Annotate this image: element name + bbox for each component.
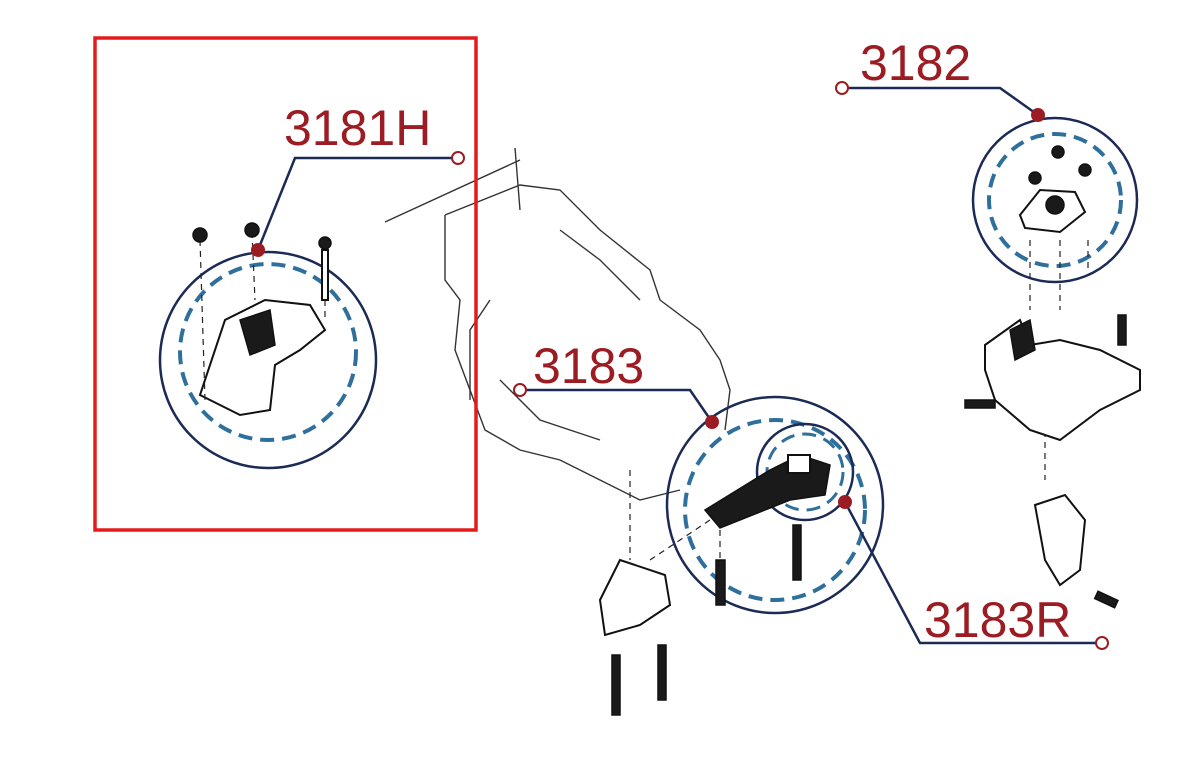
callout-label-3183[interactable]: 3183 — [533, 338, 644, 394]
callout-label-3182[interactable]: 3182 — [860, 35, 971, 91]
mount-3181h[interactable] — [158, 222, 378, 470]
engine-outline — [384, 147, 731, 501]
mount-3183[interactable] — [598, 395, 885, 716]
callout-label-3183r[interactable]: 3183R — [924, 592, 1071, 648]
callout-label-3181h[interactable]: 3181H — [284, 100, 431, 156]
highlight-box — [93, 36, 478, 532]
mount-3182[interactable] — [964, 116, 1141, 609]
